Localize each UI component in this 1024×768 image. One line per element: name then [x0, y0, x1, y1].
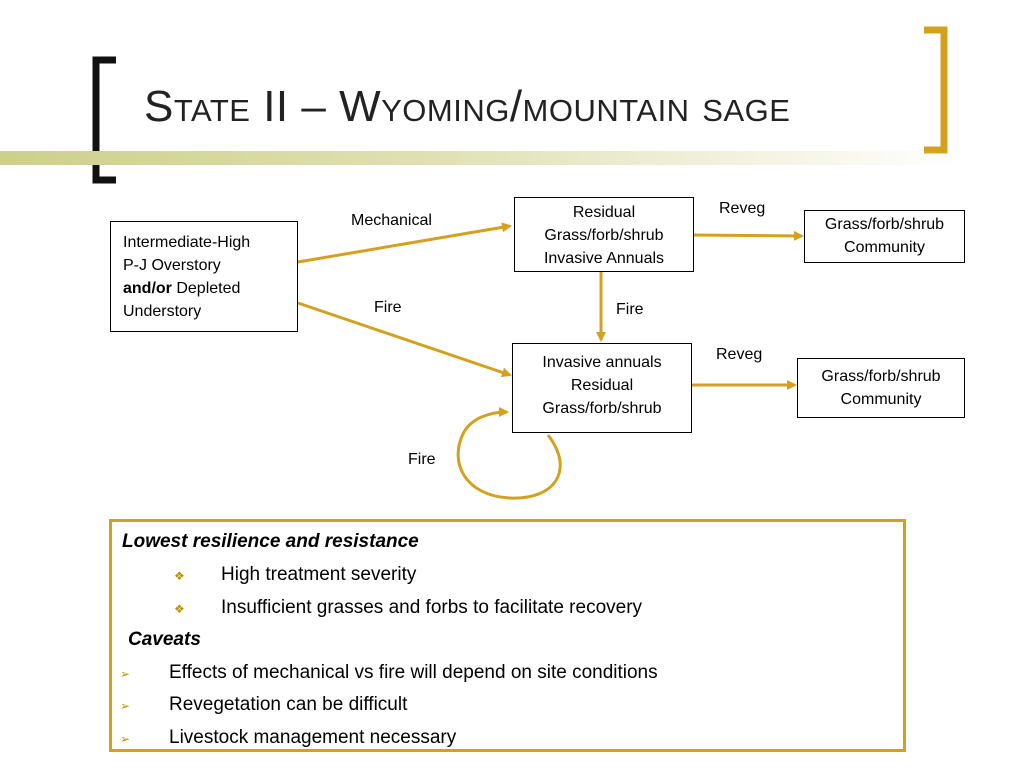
- arrow-bullet-icon: ➢: [120, 732, 131, 746]
- box-residual-top: Residual Grass/forb/shrub Invasive Annua…: [514, 197, 694, 272]
- box-community-top: Grass/forb/shrub Community: [804, 210, 965, 263]
- box-community-top-line1: Grass/forb/shrub: [824, 216, 945, 233]
- box-start-line3-bold: and/or: [123, 280, 172, 297]
- caveat-1: Effects of mechanical vs fire will depen…: [169, 662, 658, 683]
- box-invasive-line2: Residual: [570, 377, 634, 394]
- fire-arrow-start: [297, 301, 512, 378]
- diamond-bullet-icon: ❖: [174, 569, 185, 583]
- caveats-heading: Caveats: [128, 629, 201, 650]
- arrow-bullet-icon: ➢: [120, 667, 131, 681]
- sub-bullet-2: Insufficient grasses and forbs to facili…: [221, 597, 643, 618]
- title-underline-bar: [0, 151, 960, 165]
- left-bracket-icon: [92, 56, 116, 184]
- label-mechanical: Mechanical: [351, 212, 432, 229]
- box-start-line3-rest: Depleted: [171, 280, 241, 297]
- box-residual-top-line3: Invasive Annuals: [543, 250, 665, 267]
- box-start-state: Intermediate-High P-J Overstory and/or D…: [110, 221, 298, 332]
- box-invasive: Invasive annuals Residual Grass/forb/shr…: [512, 343, 692, 433]
- label-fire-down: Fire: [616, 301, 644, 318]
- box-community-bottom: Grass/forb/shrub Community: [797, 358, 965, 418]
- fire-loop-arrow: [456, 407, 562, 500]
- box-start-line2: P-J Overstory: [123, 257, 221, 274]
- label-fire-start: Fire: [374, 299, 402, 316]
- slide-title: State II – Wyoming/mountain sage: [144, 82, 791, 131]
- caveat-3: Livestock management necessary: [169, 727, 457, 748]
- box-start-line3: and/or Depleted: [123, 277, 297, 300]
- panel-heading: Lowest resilience and resistance: [122, 531, 419, 552]
- box-residual-top-line1: Residual: [572, 204, 636, 221]
- mechanical-arrow: [297, 222, 512, 264]
- right-bracket-icon: [924, 26, 948, 154]
- label-fire-loop: Fire: [408, 451, 436, 468]
- box-residual-top-line2: Grass/forb/shrub: [544, 227, 664, 244]
- label-reveg-bottom: Reveg: [716, 346, 763, 363]
- sub-bullet-1: High treatment severity: [221, 564, 417, 585]
- box-start-line1: Intermediate-High: [123, 234, 251, 251]
- reveg-arrow-top: [691, 230, 804, 241]
- box-community-bottom-line2: Community: [840, 391, 922, 408]
- box-community-top-line2: Community: [844, 239, 925, 256]
- caveat-2: Revegetation can be difficult: [169, 694, 408, 715]
- box-invasive-line3: Grass/forb/shrub: [542, 400, 662, 417]
- box-community-bottom-line1: Grass/forb/shrub: [821, 368, 941, 385]
- diamond-bullet-icon: ❖: [174, 602, 185, 616]
- box-start-line4: Understory: [123, 303, 202, 320]
- box-invasive-line1: Invasive annuals: [542, 354, 662, 371]
- arrow-bullet-icon: ➢: [120, 699, 131, 713]
- notes-panel: Lowest resilience and resistance ❖ High …: [109, 519, 906, 752]
- label-reveg-top: Reveg: [719, 200, 766, 217]
